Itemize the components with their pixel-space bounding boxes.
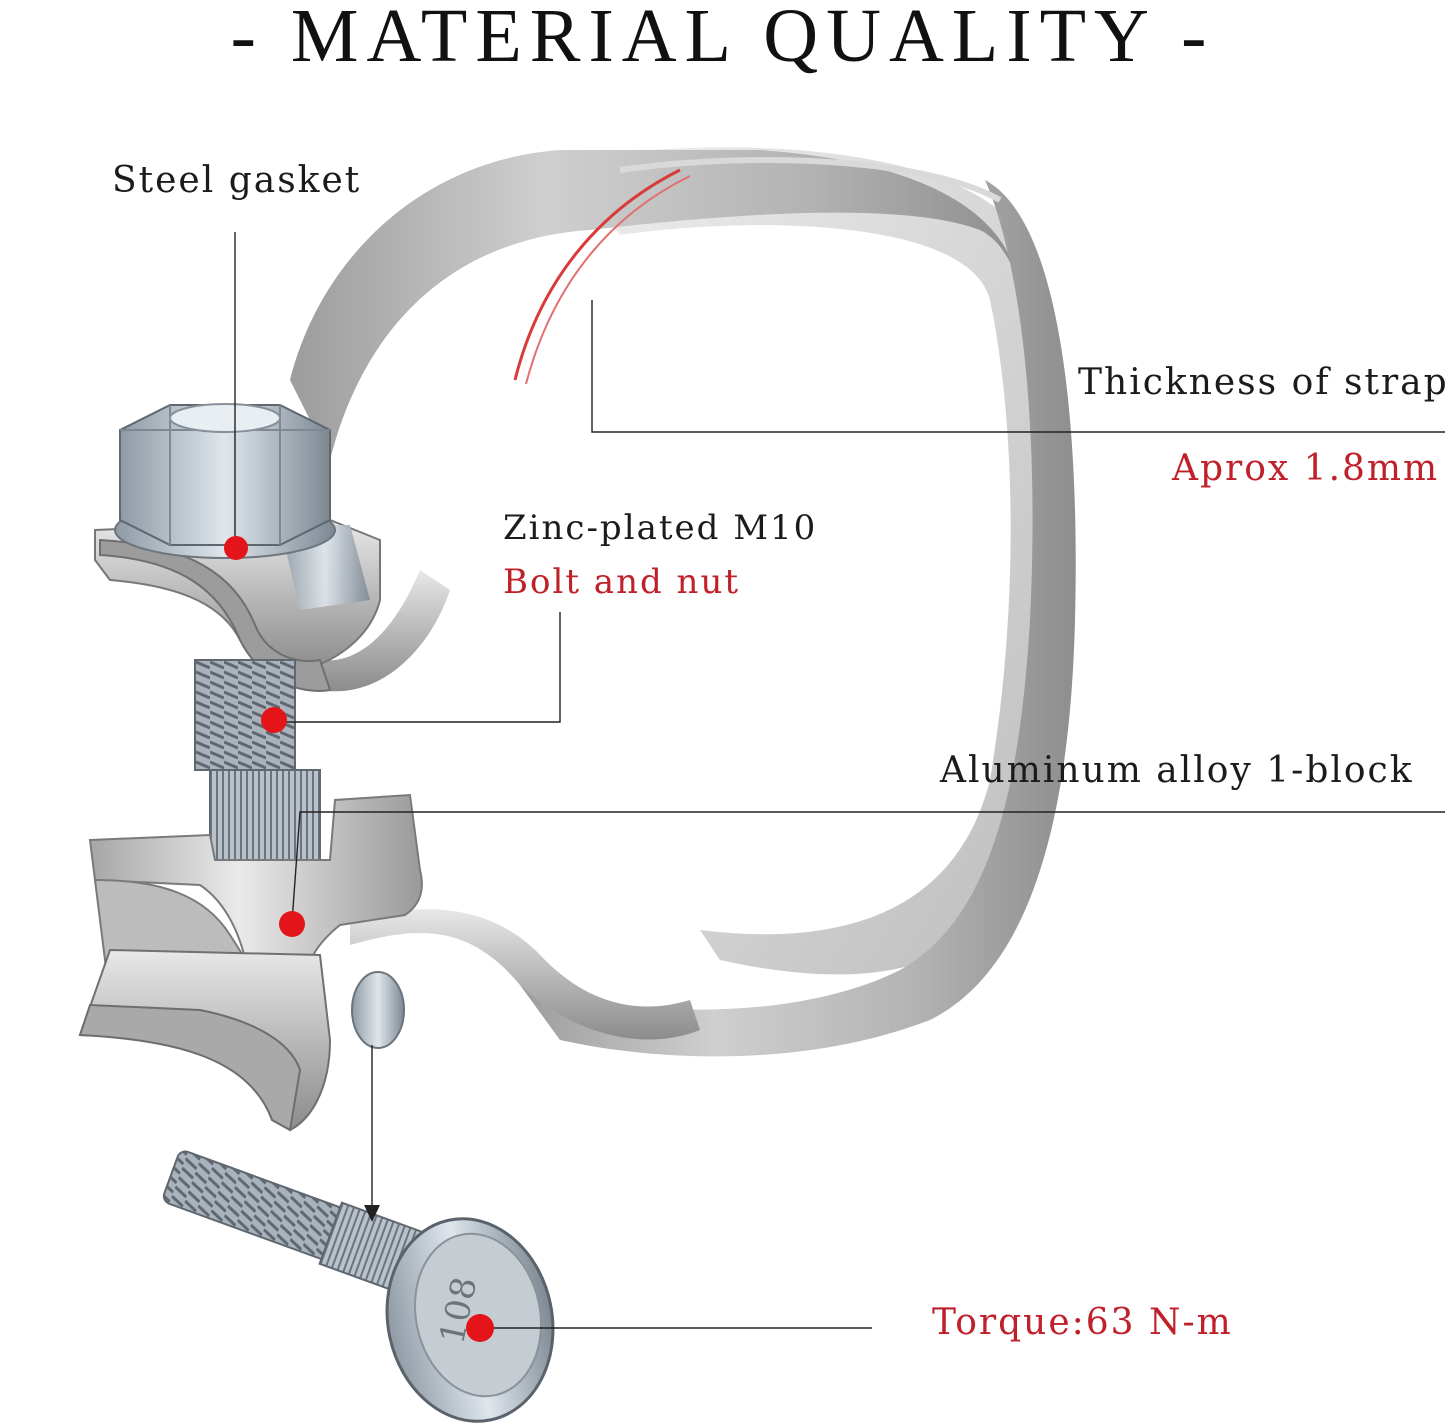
value-strap-thickness: Aprox 1.8mm [1172,448,1440,489]
label-steel-gasket: Steel gasket [112,160,362,201]
strap-band [290,147,1076,1057]
label-thickness-of-strap: Thickness of strap [1078,362,1445,403]
dot-bolt [261,707,287,733]
leader-lines [234,232,1445,1329]
loose-bolt [162,1150,555,1423]
arrow-down-icon [364,1205,380,1222]
label-aluminum-block: Aluminum alloy 1-block [940,750,1414,791]
aluminum-block [78,793,423,1132]
leader-bolt [275,612,561,723]
label-torque: Torque:63 N-m [932,1302,1233,1343]
bolt-shaft [194,659,321,861]
dot-steel-gasket [224,536,248,560]
dot-block [279,911,305,937]
hex-nut [114,403,336,559]
dot-torque [466,1314,494,1342]
marker-dots [224,536,494,1342]
page-title: - MATERIAL QUALITY - [230,0,1215,78]
leader-strap [591,300,1445,433]
label-zinc-plated: Zinc-plated M10 [503,508,818,548]
upper-saddle [94,518,381,692]
leader-block [291,811,1445,923]
value-bolt-and-nut: Bolt and nut [503,562,740,602]
